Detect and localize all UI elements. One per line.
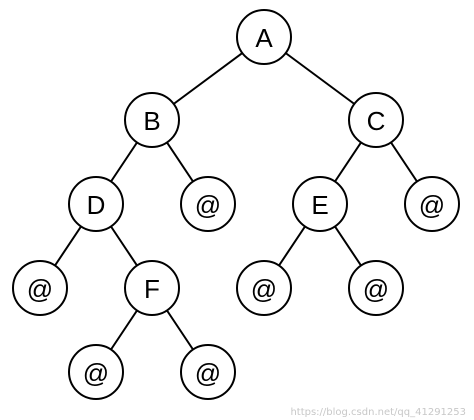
node-circle [12,260,68,316]
tree-node-C: C [348,92,404,148]
node-circle [180,344,236,400]
tree-node-F_left: @ [68,344,124,400]
node-circle [180,176,236,232]
tree-node-F: F [124,260,180,316]
node-label: A [255,23,273,53]
node-label: @ [419,190,445,220]
node-label: B [143,106,160,136]
node-circle [124,260,180,316]
node-label: @ [363,274,389,304]
node-circle [348,92,404,148]
node-circle [124,92,180,148]
node-circle [68,176,124,232]
node-label: C [367,106,386,136]
node-circle [236,260,292,316]
tree-node-C_right: @ [404,176,460,232]
node-label: @ [27,274,53,304]
tree-node-E_right: @ [348,260,404,316]
node-label: @ [83,358,109,388]
tree-node-B: B [124,92,180,148]
tree-node-D_left: @ [12,260,68,316]
node-circle [292,176,348,232]
node-label: F [144,274,160,304]
node-circle [68,344,124,400]
node-label: E [311,190,328,220]
node-label: @ [195,358,221,388]
node-circle [236,9,292,65]
watermark-text: https://blog.csdn.net/qq_41291253 [290,407,466,418]
tree-node-E: E [292,176,348,232]
node-circle [348,260,404,316]
node-label: @ [251,274,277,304]
tree-node-D: D [68,176,124,232]
tree-node-F_right: @ [180,344,236,400]
node-circle [404,176,460,232]
node-label: D [87,190,106,220]
tree-node-A: A [236,9,292,65]
tree-node-B_right: @ [180,176,236,232]
node-label: @ [195,190,221,220]
tree-node-E_left: @ [236,260,292,316]
tree-nodes: A B C D @ E @ @ F @ @ @ @ [12,9,460,400]
